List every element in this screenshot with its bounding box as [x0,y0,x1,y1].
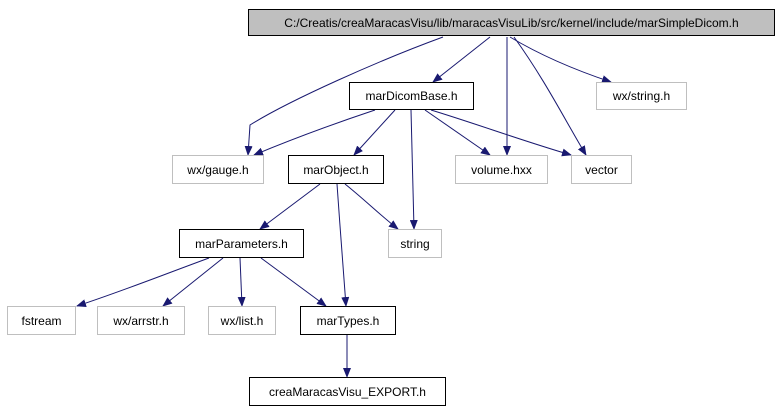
edge-marObject-to-marTypes [336,183,350,307]
edge-root-to-wxGauge [244,36,444,156]
edge-marDicomBase-to-string [409,109,418,230]
node-marTypes[interactable]: marTypes.h [300,306,396,335]
node-vector: vector [571,155,632,184]
edge-marDicomBase-to-marObject [353,109,396,156]
dependency-edges [76,36,612,378]
edge-marParameters-to-marTypes [260,257,327,307]
node-fstream: fstream [7,306,76,335]
node-marParameters[interactable]: marParameters.h [179,229,304,258]
edge-marDicomBase-to-volume [424,109,491,156]
node-wx-gauge: wx/gauge.h [172,155,264,184]
node-volume-hxx: volume.hxx [455,155,548,184]
edge-marDicomBase-to-vector [430,109,572,157]
edge-root-to-marDicomBase [432,36,491,83]
edge-marObject-to-string [344,183,399,230]
node-wx-arrstr: wx/arrstr.h [97,306,185,335]
edge-marParameters-to-wxArrstr [162,257,224,307]
node-marObject[interactable]: marObject.h [288,155,384,184]
node-marDicomBase[interactable]: marDicomBase.h [349,82,474,110]
edge-root-to-vector [513,36,587,156]
edge-marParameters-to-wxList [237,257,246,307]
node-wx-list: wx/list.h [208,306,276,335]
node-creaMaracasVisu-export[interactable]: creaMaracasVisu_EXPORT.h [249,377,446,406]
edge-root-to-wxString [509,36,612,83]
node-string: string [388,229,442,258]
node-wx-string: wx/string.h [596,82,687,110]
edge-marParameters-to-fstream [76,257,210,308]
edge-marDicomBase-to-wxGauge [253,109,376,156]
edge-marObject-to-marParameters [259,183,321,230]
node-marSimpleDicom-root: C:/Creatis/creaMaracasVisu/lib/maracasVi… [248,9,775,36]
